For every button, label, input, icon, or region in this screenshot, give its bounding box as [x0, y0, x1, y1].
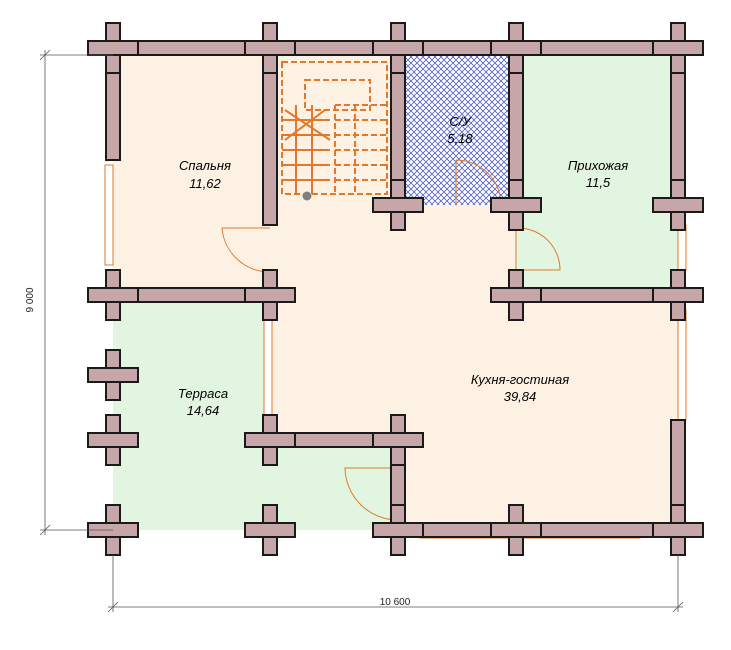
log-joint-h-18 [372, 197, 424, 213]
hallway-name: Прихожая [568, 158, 628, 173]
width-dimension-text: 10 600 [380, 597, 411, 608]
kitchen-area: 39,84 [504, 389, 537, 404]
height-dimension-text: 9 000 [25, 287, 36, 312]
terrace-area: 14,64 [187, 403, 220, 418]
log-joint-h-3 [490, 40, 542, 56]
log-joint-h-15 [372, 522, 424, 538]
hallway-entry-floor [516, 205, 678, 295]
log-joint-h-16 [490, 522, 542, 538]
log-joint-h-4 [652, 40, 704, 56]
log-joint-h-2 [372, 40, 424, 56]
bedroom-name: Спальня [179, 158, 231, 173]
stair-treads [282, 104, 387, 201]
bathroom-area: 5,18 [447, 131, 473, 146]
log-joint-h-6 [244, 287, 296, 303]
log-joint-h-12 [244, 522, 296, 538]
bedroom-area: 11,62 [189, 176, 221, 191]
log-joint-h-10 [87, 432, 139, 448]
room-labels: Спальня 11,62 С/У 5,18 Прихожая 11,5 Тер… [178, 114, 628, 418]
kitchen-name: Кухня-гостиная [471, 372, 569, 387]
log-joint-h-13 [244, 432, 296, 448]
window-left-bedroom [104, 164, 114, 266]
hallway-area: 11,5 [586, 175, 611, 190]
room-fills [113, 55, 678, 530]
log-joint-h-9 [87, 367, 139, 383]
log-joint-h-17 [652, 522, 704, 538]
door-bedroom [221, 227, 271, 273]
log-joint-h-20 [652, 197, 704, 213]
stair-outline [281, 61, 388, 195]
walls [87, 22, 704, 556]
log-joint-h-8 [652, 287, 704, 303]
bathroom-name: С/У [449, 114, 472, 129]
dimension-height: 9 000 [25, 49, 113, 536]
door-bathroom [455, 159, 502, 206]
terrace-floor [113, 295, 270, 530]
window-terrace-left [263, 314, 273, 416]
log-joint-h-14 [372, 432, 424, 448]
terrace-name: Терраса [178, 386, 228, 401]
dimension-width: 10 600 [107, 555, 684, 613]
bathroom-floor [398, 55, 516, 205]
door-terrace [344, 467, 399, 521]
log-joint-h-19 [490, 197, 542, 213]
log-joint-h-5 [87, 287, 139, 303]
log-joint-h-0 [87, 40, 139, 56]
window-kitchen-right [677, 309, 687, 421]
window-right-hallway [677, 224, 687, 271]
staircase [281, 61, 388, 201]
stair-landing [304, 79, 371, 111]
log-joint-h-7 [490, 287, 542, 303]
kitchen-lower-floor [398, 440, 678, 530]
kitchen-floor [270, 295, 678, 440]
log-joint-h-1 [244, 40, 296, 56]
bedroom-floor [113, 55, 270, 295]
terrace-lower-floor [270, 440, 398, 530]
